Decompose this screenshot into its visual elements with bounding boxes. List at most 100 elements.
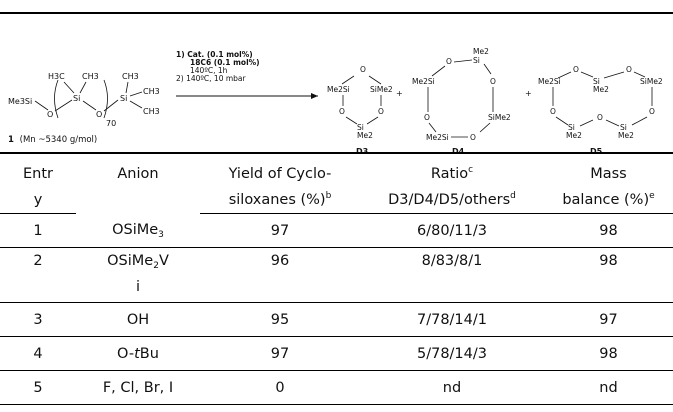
product-d3-structure: O Me2Si SiMe2 O O Si Me2 D3 — [327, 65, 393, 156]
d4-o-right: O — [490, 77, 496, 86]
header-anion: Anion — [117, 166, 159, 182]
cell-yield: 0 — [200, 370, 360, 405]
d5-o-right: O — [649, 107, 655, 116]
reactant-mn: (Mn ~5340 g/mol) — [20, 135, 98, 145]
table-row: 1 OSiMe3 97 6/80/11/3 98 — [0, 213, 673, 248]
reactant-ch3-a: CH3 — [82, 72, 99, 81]
header-ratio: Ratioc — [430, 165, 474, 183]
reactant-repeat: 70 — [106, 119, 116, 128]
reactant-h3c: H3C — [48, 72, 65, 81]
header-row-1: Entr Anion Yield of Cyclo- Ratioc Mass — [0, 160, 673, 187]
cell-mass: 98 — [544, 336, 673, 371]
d4-sime2: SiMe2 — [488, 113, 511, 122]
d3-sime2: SiMe2 — [370, 85, 393, 94]
d4-label: D4 — [452, 147, 465, 156]
cell-yield: 96 — [200, 247, 360, 303]
d5-si-bottom-left: Si — [568, 123, 575, 132]
header-mass: Mass — [590, 166, 627, 182]
d3-me-bottom: Me2 — [357, 131, 373, 140]
d5-o-top-right: O — [626, 65, 632, 74]
header-yield: Yield of Cyclo- — [228, 166, 332, 182]
reactant-ch3-c: CH3 — [143, 87, 160, 96]
cell-mass: 98 — [544, 247, 673, 303]
reaction-scheme: Me3Si O Si H3C CH3 O 70 Si CH3 CH3 CH3 1… — [8, 47, 663, 156]
reactant-label: 1 (Mn ~5340 g/mol) — [8, 135, 97, 145]
cell-entry: 4 — [0, 336, 76, 371]
reactant-me3si: Me3Si — [8, 97, 32, 106]
cell-mass: 97 — [544, 302, 673, 337]
cell-entry: 1 — [0, 213, 76, 248]
reactant-si2: Si — [120, 94, 127, 103]
header-entry-wrap: y — [0, 187, 76, 214]
table-row: 2 OSiMe2V i 96 8/83/8/1 98 — [0, 247, 673, 303]
d5-me-bottom-right: Me2 — [618, 131, 634, 140]
d5-me2si: Me2Si — [538, 77, 561, 86]
d5-o-bottom: O — [597, 113, 603, 122]
cell-ratio: 8/83/8/1 — [360, 247, 544, 303]
product-d5-structure: Me2Si O Si Me2 O SiMe2 O O Si Me2 O Si M… — [538, 65, 663, 156]
reactant-ch3-d: CH3 — [143, 107, 160, 116]
condition-18c6: 18C6 (0.1 mol%) — [190, 58, 260, 67]
d3-o-top: O — [360, 65, 366, 74]
table-row: 3 OH 95 7/78/14/1 97 — [0, 302, 673, 337]
header-entry: Entr — [23, 166, 53, 182]
reaction-conditions: 1) Cat. (0.1 mol%) 18C6 (0.1 mol%) 140ºC… — [176, 50, 318, 99]
product-d4-structure: Me2 Si O Me2Si O O SiMe2 Me2Si O D4 — [412, 47, 511, 156]
cell-anion: OSiMe2V i — [76, 247, 200, 303]
d5-sime2: SiMe2 — [640, 77, 663, 86]
d5-o-left: O — [550, 107, 556, 116]
header-mass-wrap: balance (%)e — [544, 187, 673, 214]
d4-me2si: Me2Si — [412, 77, 435, 86]
reactant-si1: Si — [73, 94, 80, 103]
cell-entry: 5 — [0, 370, 76, 405]
header-ratio-wrap: D3/D4/D5/othersd — [360, 187, 544, 214]
cell-anion: O-tBu — [76, 336, 200, 371]
cell-mass: nd — [544, 370, 673, 405]
reactant-ch3-b: CH3 — [122, 72, 139, 81]
cell-anion: OH — [76, 302, 200, 337]
d5-si-top: Si — [593, 77, 600, 86]
cell-yield: 95 — [200, 302, 360, 337]
plus-1: + — [396, 89, 403, 98]
d5-label: D5 — [590, 147, 603, 156]
d4-o-bottom: O — [470, 133, 476, 142]
condition-cat: 1) Cat. (0.1 mol%) — [176, 50, 253, 59]
table-row: 5 F, Cl, Br, I 0 nd nd — [0, 370, 673, 405]
d3-label: D3 — [356, 147, 368, 156]
table-row: 4 O-tBu 97 5/78/14/3 98 — [0, 336, 673, 371]
results-table: Entr Anion Yield of Cyclo- Ratioc Mass y… — [0, 160, 673, 405]
cell-anion: F, Cl, Br, I — [76, 370, 200, 405]
d4-me2si-bottom: Me2Si — [426, 133, 449, 142]
condition-vacuum: 2) 140ºC, 10 mbar — [176, 74, 247, 83]
reactant-o2: O — [96, 110, 102, 119]
reactant-number: 1 — [8, 135, 14, 145]
d4-si-top: Si — [473, 56, 480, 65]
scheme-bottom-rule — [0, 152, 673, 154]
d5-si-bottom-right: Si — [620, 123, 627, 132]
top-rule — [0, 12, 673, 14]
reactant-structure: Me3Si O Si H3C CH3 O 70 Si CH3 CH3 CH3 1… — [8, 72, 160, 145]
header-yield-wrap: siloxanes (%)b — [200, 187, 360, 214]
d3-me2si: Me2Si — [327, 85, 350, 94]
cell-entry: 3 — [0, 302, 76, 337]
d4-o-left: O — [424, 113, 430, 122]
plus-2: + — [525, 89, 532, 98]
d3-o-left: O — [339, 107, 345, 116]
cell-ratio: 6/80/11/3 — [360, 213, 544, 248]
condition-temp-time: 140ºC, 1h — [190, 66, 228, 75]
d5-me-top: Me2 — [593, 85, 609, 94]
d3-o-right: O — [378, 107, 384, 116]
d5-me-bottom-left: Me2 — [566, 131, 582, 140]
header-row-2: y siloxanes (%)b D3/D4/D5/othersd balanc… — [0, 187, 673, 214]
reactant-o1: O — [47, 110, 53, 119]
cell-yield: 97 — [200, 336, 360, 371]
cell-ratio: 7/78/14/1 — [360, 302, 544, 337]
d4-o-top: O — [446, 57, 452, 66]
d3-si-bottom: Si — [357, 123, 364, 132]
cell-ratio: nd — [360, 370, 544, 405]
d4-me-top: Me2 — [473, 47, 489, 56]
cell-mass: 98 — [544, 213, 673, 248]
d5-o-top-left: O — [573, 65, 579, 74]
cell-yield: 97 — [200, 213, 360, 248]
cell-ratio: 5/78/14/3 — [360, 336, 544, 371]
